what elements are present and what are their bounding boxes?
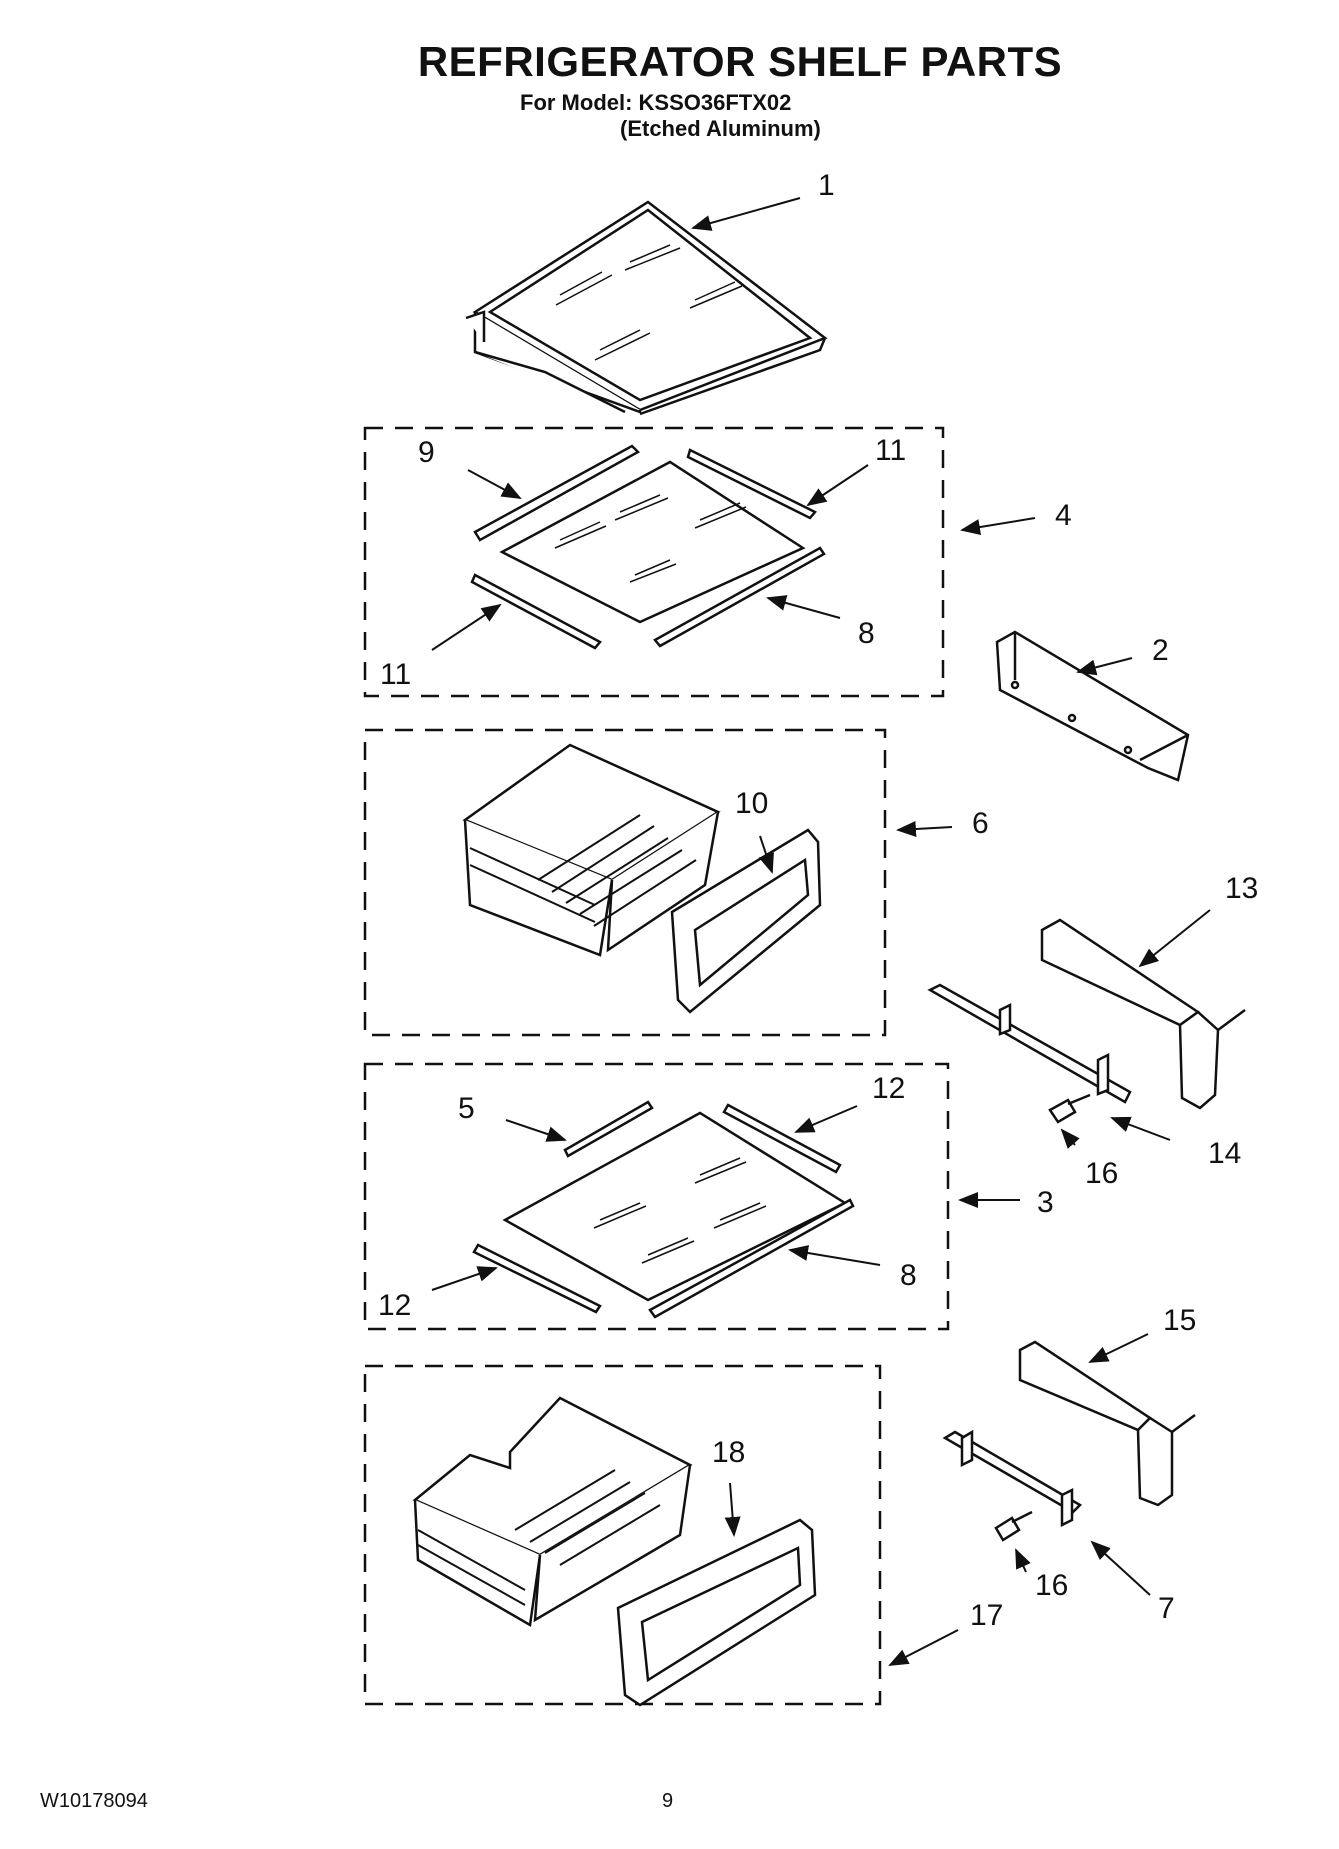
page-number: 9 xyxy=(662,1790,674,1812)
callout-6: 6 xyxy=(972,807,989,840)
part-3-glass-and-trim xyxy=(472,1100,855,1319)
part-6-crisper-bin xyxy=(462,743,721,957)
part-14-slide-rail xyxy=(927,983,1132,1104)
callout-11-bottom: 11 xyxy=(380,658,411,691)
callout-7: 7 xyxy=(1158,1592,1175,1625)
part-15-bin-cover-support xyxy=(1018,1340,1196,1507)
document-number: W10178094 xyxy=(40,1790,148,1812)
part-16-screw-upper xyxy=(1048,1093,1091,1124)
callout-15: 15 xyxy=(1163,1304,1196,1337)
callout-8-lower: 8 xyxy=(900,1259,917,1292)
callout-9: 9 xyxy=(418,436,435,469)
part-2-shelf-rail xyxy=(995,630,1190,782)
callout-10: 10 xyxy=(735,787,768,820)
part-1-shelf-assembly xyxy=(465,200,828,416)
callout-2: 2 xyxy=(1152,634,1169,667)
callout-14: 14 xyxy=(1208,1137,1241,1170)
group-17-box xyxy=(363,1364,882,1706)
part-16-screw-lower xyxy=(994,1510,1033,1542)
callout-1: 1 xyxy=(818,169,835,202)
callout-17: 17 xyxy=(970,1599,1003,1632)
part-13-crisper-cover-support xyxy=(1040,918,1246,1110)
leader-arrows xyxy=(431,197,1211,1666)
callout-11-top: 11 xyxy=(875,434,906,467)
part-18-bin-front xyxy=(616,1518,817,1707)
callout-16-upper: 16 xyxy=(1085,1157,1118,1190)
callout-3: 3 xyxy=(1037,1186,1054,1219)
callout-5: 5 xyxy=(458,1092,475,1125)
callout-4: 4 xyxy=(1055,499,1072,532)
callout-8-upper: 8 xyxy=(858,617,875,650)
part-4-glass-and-trim xyxy=(470,444,826,650)
callout-16-lower: 16 xyxy=(1035,1569,1068,1602)
callout-18: 18 xyxy=(712,1436,745,1469)
model-line: For Model: KSSO36FTX02 xyxy=(520,90,792,115)
callout-12-bottom: 12 xyxy=(378,1289,411,1322)
callout-12-top: 12 xyxy=(872,1072,905,1105)
part-7-slide-rail xyxy=(942,1429,1083,1528)
callout-13: 13 xyxy=(1225,872,1258,905)
finish-line: (Etched Aluminum) xyxy=(620,116,821,141)
group-3-box xyxy=(363,1062,950,1331)
part-10-crisper-front xyxy=(670,828,822,1014)
part-17-deli-bin xyxy=(412,1396,693,1628)
group-6-box xyxy=(363,728,887,1037)
page-title: REFRIGERATOR SHELF PARTS xyxy=(417,38,1063,85)
